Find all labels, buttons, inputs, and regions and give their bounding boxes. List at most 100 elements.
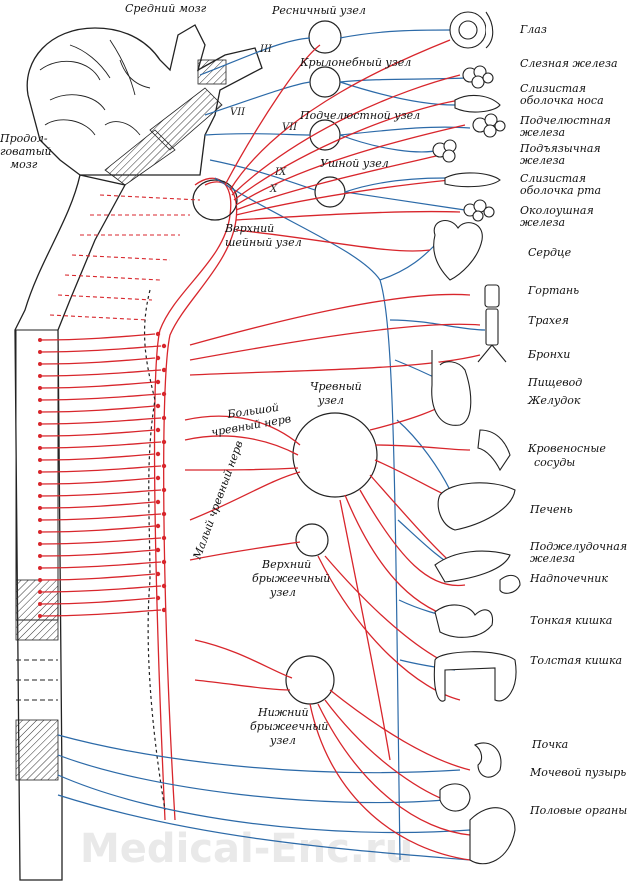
preganglionic-fiber bbox=[39, 381, 156, 389]
neuron-body bbox=[38, 542, 42, 546]
neuron-body bbox=[38, 338, 42, 342]
preganglionic-fiber bbox=[39, 489, 162, 497]
preganglionic-fiber bbox=[39, 537, 162, 545]
preganglionic-fiber bbox=[39, 405, 156, 413]
neuron-body bbox=[38, 350, 42, 354]
preganglionic-fiber bbox=[39, 513, 162, 521]
neuron-body bbox=[38, 470, 42, 474]
parasympathetic-cranial bbox=[57, 29, 486, 861]
preganglionic-fiber bbox=[39, 333, 156, 341]
trunk-ganglion-cell bbox=[161, 511, 167, 517]
label-bladder: Мочевой пузырь bbox=[529, 766, 626, 779]
trunk-ganglion-cell bbox=[155, 451, 161, 457]
preganglionic-fiber bbox=[39, 429, 156, 437]
blood-vessels-organ bbox=[477, 429, 511, 472]
preganglionic-fiber bbox=[39, 573, 156, 581]
label-sup-cervical-1: Верхний bbox=[224, 222, 274, 235]
preganglionic-fiber bbox=[39, 501, 156, 509]
neuron-body bbox=[38, 482, 42, 486]
label-stomach: Желудок bbox=[527, 394, 581, 407]
label-medulla-3: мозг bbox=[10, 158, 38, 171]
label-sup-mesenteric-3: узел bbox=[269, 586, 296, 599]
superior-mesenteric-ganglion bbox=[295, 523, 329, 557]
label-cn-ix: IX bbox=[274, 167, 287, 178]
label-large-intestine: Толстая кишка bbox=[530, 654, 622, 667]
bladder-organ bbox=[439, 783, 471, 812]
neuron-body bbox=[38, 422, 42, 426]
eye-organ bbox=[449, 11, 494, 49]
neuron-body bbox=[38, 518, 42, 522]
label-sup-mesenteric-1: Верхний bbox=[261, 558, 311, 571]
label-bronchi: Бронхи bbox=[527, 348, 570, 361]
label-otic: Ушной узел bbox=[320, 157, 389, 170]
preganglionic-fiber bbox=[39, 609, 162, 617]
trunk-ganglion-cell bbox=[155, 547, 161, 553]
trunk-ganglion-cell bbox=[161, 343, 167, 349]
label-small-intestine: Тонкая кишка bbox=[530, 614, 612, 627]
oral-mucosa-organ bbox=[444, 172, 501, 188]
label-heart: Сердце bbox=[528, 246, 572, 259]
trunk-ganglion-cell bbox=[155, 595, 161, 601]
neuron-body bbox=[38, 566, 42, 570]
neuron-body bbox=[38, 530, 42, 534]
trunk-ganglion-cell bbox=[155, 475, 161, 481]
label-inf-mesenteric-1: Нижний bbox=[257, 706, 309, 719]
label-pancreas-2: железа bbox=[530, 552, 575, 565]
preganglionic-fiber bbox=[39, 453, 156, 461]
label-nasal-1: Слизистая bbox=[520, 82, 586, 95]
label-sup-mesenteric-2: брыжеечный bbox=[252, 572, 330, 585]
organs bbox=[431, 11, 521, 865]
neuron-body bbox=[38, 410, 42, 414]
label-oral-1: Слизистая bbox=[520, 172, 586, 185]
neuron-body bbox=[38, 386, 42, 390]
label-cn-vii-a: VII bbox=[230, 107, 246, 118]
preganglionic-fiber bbox=[39, 441, 162, 449]
pancreas-organ bbox=[434, 550, 511, 583]
airway-organ bbox=[477, 284, 507, 363]
label-sup-cervical-2: шейный узел bbox=[225, 236, 302, 249]
preganglionic-fiber bbox=[39, 393, 162, 401]
trunk-ganglion-cell bbox=[161, 487, 167, 493]
label-oral-2: оболочка рта bbox=[520, 184, 601, 197]
neuron-body bbox=[38, 602, 42, 606]
liver-organ bbox=[437, 482, 516, 531]
label-genitals: Половые органы bbox=[529, 804, 627, 817]
trunk-ganglion-cell bbox=[161, 439, 167, 445]
label-nasal-2: оболочка носа bbox=[520, 94, 604, 107]
label-adrenal: Надпочечник bbox=[529, 572, 608, 585]
parotid-gland-organ bbox=[463, 199, 495, 222]
neuron-body bbox=[38, 614, 42, 618]
neuron-body bbox=[38, 398, 42, 402]
stomach-organ bbox=[431, 350, 472, 426]
label-medulla-1: Продол- bbox=[0, 132, 48, 145]
neuron-body bbox=[38, 554, 42, 558]
label-submandibular-2: железа bbox=[520, 126, 565, 139]
label-cn-vii-b: VII bbox=[282, 122, 298, 133]
heart-organ bbox=[433, 219, 483, 281]
neuron-body bbox=[38, 578, 42, 582]
neuron-body bbox=[38, 374, 42, 378]
cervical-rami bbox=[49, 194, 201, 321]
label-celiac-2: узел bbox=[317, 394, 344, 407]
label-inf-mesenteric-2: брыжеечный bbox=[250, 720, 328, 733]
label-submandibular-ganglion: Подчелюстной узел bbox=[299, 109, 420, 122]
preganglionic-fiber bbox=[39, 465, 162, 473]
neuron-body bbox=[38, 362, 42, 366]
kidney-organ bbox=[473, 742, 502, 778]
trunk-ganglion-cell bbox=[161, 415, 167, 421]
preganglionic-fiber bbox=[39, 357, 156, 365]
neuron-body bbox=[38, 494, 42, 498]
trunk-ganglion-cell bbox=[155, 427, 161, 433]
label-sublingual-2: железа bbox=[520, 154, 565, 167]
brain bbox=[26, 24, 263, 186]
spinal-cord bbox=[14, 174, 126, 881]
preganglionic-fiber bbox=[39, 417, 162, 425]
large-intestine-organ bbox=[433, 651, 517, 702]
trunk-ganglion-cell bbox=[161, 535, 167, 541]
trunk-ganglion-cell bbox=[161, 559, 167, 565]
genitals-organ bbox=[469, 807, 516, 865]
label-ciliary: Ресничный узел bbox=[271, 4, 366, 17]
label-liver: Печень bbox=[529, 503, 573, 516]
neuron-body bbox=[38, 590, 42, 594]
